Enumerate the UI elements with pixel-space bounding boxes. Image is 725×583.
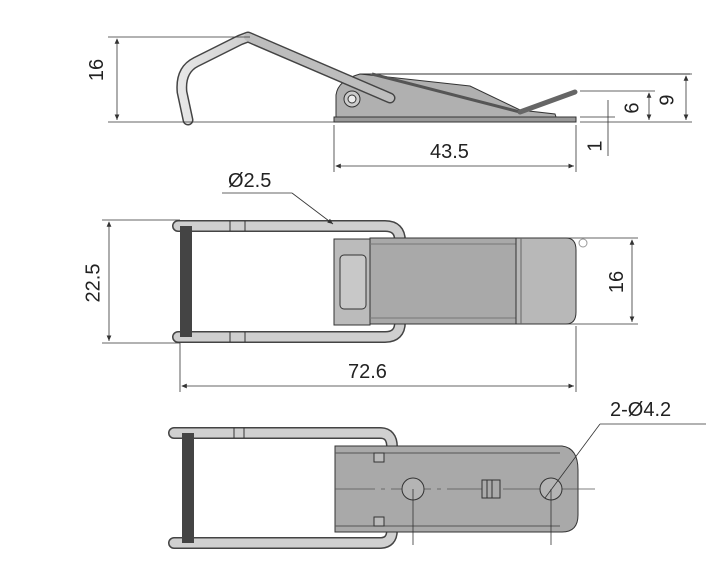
registered-mark [578,238,588,248]
dim-height-body: 9 [656,94,679,106]
lever-body-top [369,237,517,325]
bottom-view [168,423,706,549]
dim-plate-thickness: 1 [584,140,607,152]
dim-wire-diameter: Ø2.5 [228,170,272,192]
dim-height-overall: 16 [86,58,109,82]
lever-end-tab [515,237,577,325]
dim-height-tip: 6 [621,102,644,114]
dim-loop-width: 22.5 [82,263,105,303]
center-detent [481,479,501,499]
dim-mount-holes: 2-Ø4.2 [610,399,672,421]
top-view [102,192,638,392]
lever-tip [517,89,578,115]
side-view [108,31,692,172]
dim-base-length: 43.5 [430,141,469,163]
base-plate [333,116,577,123]
dim-body-width: 16 [606,270,629,294]
dim-overall-length: 72.6 [348,361,387,383]
